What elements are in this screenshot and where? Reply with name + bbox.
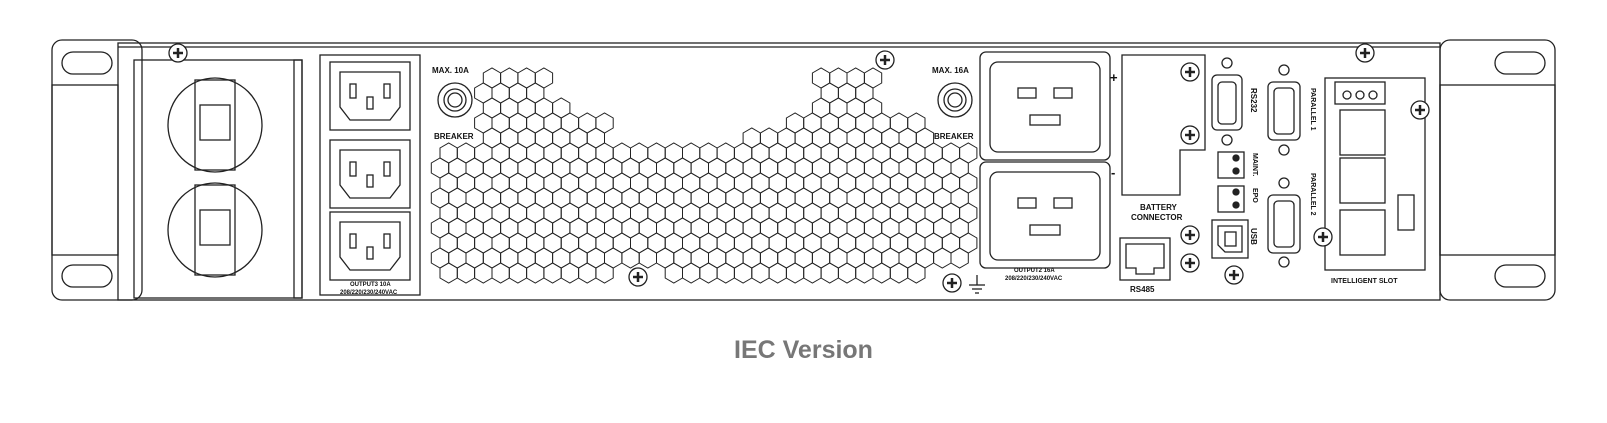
breaker2-label: BREAKER bbox=[934, 132, 974, 141]
vent-hole bbox=[872, 262, 891, 284]
caption: IEC Version bbox=[734, 336, 873, 364]
vent-hole bbox=[638, 247, 657, 269]
vent-hole bbox=[595, 262, 614, 284]
vent-hole bbox=[768, 262, 787, 284]
vent-hole bbox=[803, 262, 822, 284]
parallel2-port bbox=[1267, 177, 1301, 268]
vent-hole bbox=[456, 262, 476, 284]
connector-label: CONNECTOR bbox=[1131, 213, 1183, 222]
screw-icon bbox=[1180, 125, 1200, 145]
chassis bbox=[117, 42, 1441, 301]
rs232-port bbox=[1211, 57, 1243, 146]
screw-icon bbox=[628, 267, 648, 287]
breaker-10a bbox=[437, 82, 473, 118]
vent-hole bbox=[621, 247, 640, 269]
battery-plus-label: + bbox=[1110, 70, 1118, 85]
iec-c13-outlet bbox=[329, 61, 411, 131]
vent-hole bbox=[474, 262, 493, 284]
breaker-16a bbox=[937, 82, 973, 118]
vent-hole bbox=[439, 262, 458, 284]
iec-c13-outlet bbox=[329, 211, 411, 281]
vent-hole bbox=[491, 262, 510, 284]
screw-icon bbox=[1355, 43, 1375, 63]
hardwire-terminal-block bbox=[133, 59, 303, 299]
vent-hole bbox=[855, 262, 874, 284]
vent-hole bbox=[751, 262, 770, 284]
intelligent-slot bbox=[1324, 77, 1426, 271]
epo-label: EPO bbox=[1251, 188, 1258, 203]
vent-hole bbox=[785, 262, 805, 284]
breaker1-label: BREAKER bbox=[434, 132, 474, 141]
vent-hole bbox=[907, 262, 926, 284]
vent-hole bbox=[950, 247, 969, 269]
parallel1-label: PARALLEL 1 bbox=[1309, 88, 1316, 131]
ventilation-grille bbox=[430, 67, 978, 284]
rs485-port bbox=[1119, 237, 1171, 281]
vent-hole bbox=[716, 262, 735, 284]
vent-hole bbox=[733, 262, 753, 284]
output3-iec-c13-outlets bbox=[319, 54, 421, 296]
output2-voltage-label: 208/220/230/240VAC bbox=[1005, 276, 1063, 282]
vent-hole bbox=[682, 262, 701, 284]
left-rack-ear bbox=[51, 39, 143, 301]
usb-label: USB bbox=[1249, 228, 1258, 245]
screw-icon bbox=[875, 50, 895, 70]
breaker1-rating-label: MAX. 10A bbox=[432, 66, 469, 75]
ground-symbol bbox=[969, 275, 985, 294]
screw-icon bbox=[1224, 265, 1244, 285]
rs232-label: RS232 bbox=[1249, 88, 1258, 113]
vent-hole bbox=[526, 262, 545, 284]
output2-iec-c19-outlets bbox=[979, 51, 1111, 269]
screw-icon bbox=[1180, 253, 1200, 273]
maint-terminal bbox=[1217, 151, 1245, 179]
parallel1-port bbox=[1267, 64, 1301, 156]
parallel2-label: PARALLEL 2 bbox=[1309, 173, 1316, 216]
vent-hole bbox=[820, 262, 839, 284]
breaker2-rating-label: MAX. 16A bbox=[932, 66, 969, 75]
vent-hole bbox=[933, 247, 952, 269]
intelligent-slot-label: INTELLIGENT SLOT bbox=[1331, 278, 1398, 285]
battery-label: BATTERY bbox=[1140, 203, 1177, 212]
output3-label: OUTPUT3 10A bbox=[350, 282, 391, 288]
vent-hole bbox=[560, 262, 580, 284]
screw-icon bbox=[1410, 100, 1430, 120]
vent-hole bbox=[699, 262, 718, 284]
vent-hole bbox=[543, 262, 562, 284]
usb-port bbox=[1211, 219, 1249, 259]
output2-label: OUTPUT2 16A bbox=[1014, 268, 1055, 274]
output3-voltage-label: 208/220/230/240VAC bbox=[340, 290, 398, 296]
maint-label: MAINT. bbox=[1251, 153, 1258, 177]
right-rack-ear bbox=[1439, 39, 1556, 301]
vent-hole bbox=[889, 262, 909, 284]
screw-icon bbox=[168, 43, 188, 63]
vent-hole bbox=[508, 262, 528, 284]
battery-minus-label: - bbox=[1111, 165, 1116, 180]
screw-icon bbox=[1180, 62, 1200, 82]
vent-hole bbox=[664, 262, 683, 284]
screws bbox=[168, 43, 1430, 293]
rs485-label: RS485 bbox=[1130, 285, 1155, 294]
vent-hole bbox=[578, 262, 597, 284]
epo-terminal bbox=[1217, 185, 1245, 213]
battery-connector-cover bbox=[1121, 54, 1206, 196]
screw-icon bbox=[942, 273, 962, 293]
screw-icon bbox=[1180, 225, 1200, 245]
vent-hole bbox=[837, 262, 857, 284]
iec-c13-outlet bbox=[329, 139, 411, 209]
screw-icon bbox=[1313, 227, 1333, 247]
